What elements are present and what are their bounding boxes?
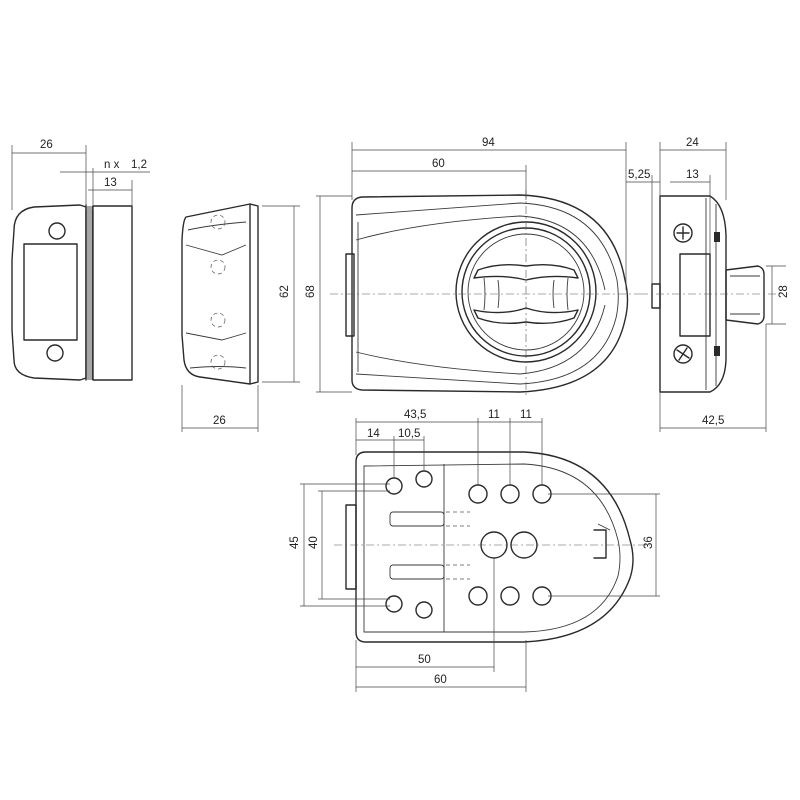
screw-hole-top [48,222,66,240]
dim-bolt-height: 28 [766,265,790,325]
back-plate-view [334,451,650,643]
dim-bottom-60: 60 [356,640,527,692]
dim-strike-width: 26 [11,139,87,210]
dim-label: 43,5 [404,409,426,421]
dim-label: 28 [778,285,790,298]
dim-bottom-43-5: 43,5 [355,409,479,485]
dim-bottom-50: 50 [355,558,495,692]
dim-strike-shim: n x 1,2 [60,159,150,210]
dim-main-partial: 60 [352,158,527,200]
dim-label: 36 [643,536,655,549]
dim-label: 5,25 [628,169,650,181]
dim-label: 50 [418,654,431,666]
strike-plate-view [11,204,133,381]
dim-right-width: 24 [659,137,727,200]
side-cap-view [181,203,259,385]
dim-label: 40 [308,536,320,549]
dim-label: 14 [367,428,380,440]
dim-label: 11 [520,409,532,421]
dim-bottom-36: 36 [548,493,660,597]
dim-label: 10,5 [398,428,420,440]
dim-right-offset: 5,25 [626,169,660,284]
dim-side-width: 26 [181,385,259,432]
dim-label: 11 [488,409,500,421]
dim-label: 60 [432,158,445,170]
dim-label: 13 [686,169,699,181]
main-lock-view [330,190,640,398]
dim-label: 60 [434,674,447,686]
dim-label: 24 [686,137,699,149]
dim-label: 45 [289,536,301,549]
right-side-view [640,195,780,393]
dim-label: 94 [482,137,495,149]
dim-label: 26 [40,139,53,151]
dim-label: 68 [305,285,317,298]
dim-strike-depth: 13 [88,177,133,207]
dim-right-inner: 13 [670,169,711,254]
dim-side-height: 62 [262,205,300,383]
dim-label: n x [104,159,120,171]
dim-label: 26 [213,415,226,427]
dim-label: 13 [104,177,117,189]
dim-bottom-45: 45 [289,483,390,607]
dim-main-height: 68 [305,195,352,393]
dim-label: 42,5 [702,415,724,427]
dim-bottom-10-5: 10,5 [394,428,425,471]
dim-label: 1,2 [131,159,147,171]
screw-hole-bottom [46,344,64,362]
dim-bottom-40: 40 [308,490,390,600]
dim-right-total: 42,5 [659,324,767,432]
dim-bottom-11: 11 11 [478,409,543,485]
dim-label: 62 [279,285,291,298]
dim-bottom-14: 14 [356,428,395,478]
